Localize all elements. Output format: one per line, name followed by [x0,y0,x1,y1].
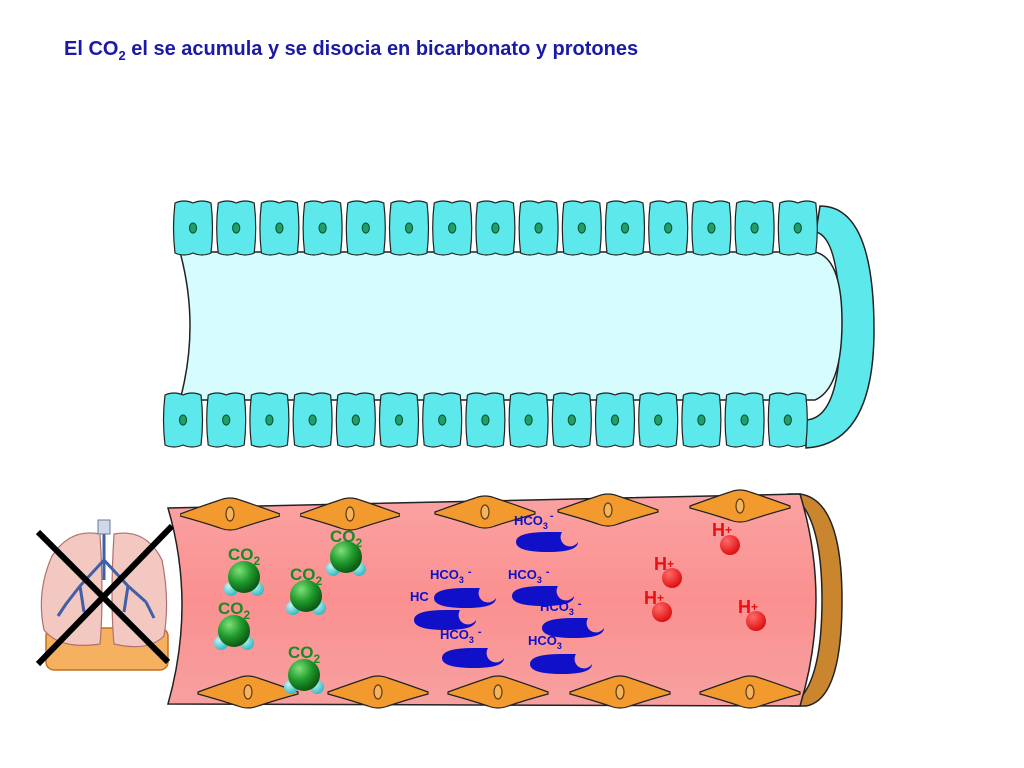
co2-molecule [214,615,254,650]
epithelial-cell [594,392,636,448]
hco3-label: HCO3 [528,633,562,651]
hco3-label: HCO3- [440,626,482,645]
blood-vessel [167,489,843,709]
epithelial-cell [259,200,300,256]
proton-label: H+ [738,597,758,617]
hco3-label: HCO3- [514,510,554,531]
proton [746,611,766,631]
proton [652,602,672,622]
epithelial-cell [292,392,333,448]
alveolar-wall-top [172,200,818,256]
epithelial-cell [648,200,689,256]
epithelial-cell [206,392,247,448]
epithelial-cell [162,392,204,448]
epithelial-cell [777,200,818,256]
alveolus-lumen [179,251,843,401]
alveolar-wall-bottom [162,392,808,448]
protons [652,535,766,631]
page-title: El CO2 el se acumula y se disocia en bic… [64,38,639,63]
epithelial-cell [378,392,420,448]
carbon-atom [288,659,320,691]
epithelial-cell [551,392,592,448]
epithelial-cell [604,200,646,256]
epithelial-cell [216,200,257,256]
proton-labels: H+ H+ H+ H+ [644,520,758,617]
epithelial-cell [335,392,376,448]
alveolus [162,200,875,449]
hco3-labels: HCO3- HCO3- HCO3- HC HCO3- HCO3- HCO3 [410,510,582,651]
hco3-label-partial: HC [410,589,429,604]
proton-label: H+ [712,520,732,540]
epithelial-cell [638,392,679,448]
epithelial-cell [172,200,214,256]
proton [662,568,682,588]
epithelial-cell [734,200,775,256]
co2-molecule [284,659,324,694]
epithelial-cell [518,200,559,256]
carbon-atom [290,580,322,612]
co2-molecule [326,541,366,576]
co2-label: CO2 [330,527,363,550]
hco3-label: HCO3- [540,598,582,617]
carbon-atom [218,615,250,647]
epithelial-cell [388,200,430,256]
co2-label: CO2 [228,545,261,568]
epithelial-cell [465,392,506,448]
epithelial-cell [249,392,290,448]
epithelial-cell [681,392,722,448]
proton-label: H+ [654,554,674,574]
co2-molecule [286,580,326,615]
co2-labels: CO2 CO2 CO2 CO2 CO2 [218,527,363,666]
lung-icon [40,519,169,671]
hco3-label: HCO3- [508,566,550,585]
vessel-lumen [167,493,817,707]
epithelial-cell [302,200,343,256]
epithelial-cell [508,392,549,448]
epithelial-cell [475,200,516,256]
co2-label: CO2 [288,643,321,666]
epithelial-cell [724,392,765,448]
epithelial-cell [345,200,386,256]
cross-out-icon [35,523,175,667]
co2-label: CO2 [290,565,323,588]
vessel-rim [787,493,843,707]
epithelial-cell [422,392,463,448]
proton-label: H+ [644,588,664,608]
epithelial-cell [561,200,602,256]
epithelial-cell [432,200,473,256]
epithelial-cell [691,200,732,256]
epithelial-cell [767,392,808,448]
carbon-atom [228,561,260,593]
proton [720,535,740,555]
carbon-atom [330,541,362,573]
co2-molecule [224,561,264,596]
hco3-label: HCO3- [430,566,472,585]
co2-molecules [214,541,366,694]
co2-label: CO2 [218,599,251,622]
